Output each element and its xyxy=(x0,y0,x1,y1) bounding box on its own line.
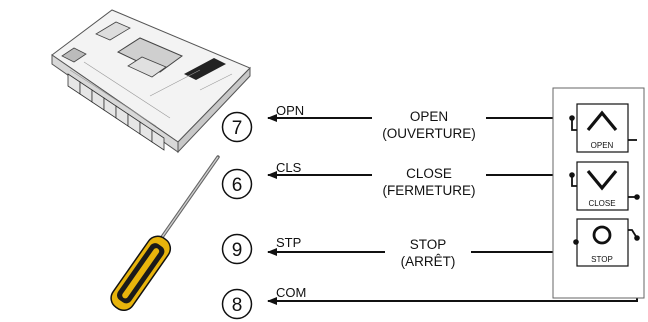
signal-label-cls: CLS xyxy=(276,160,302,175)
circuit-board-image xyxy=(51,9,251,154)
signal-label-opn: OPN xyxy=(276,103,304,118)
wire-label-close: CLOSE (FERMETURE) xyxy=(372,161,486,201)
wire-junction-dots xyxy=(569,115,640,245)
wire-label-line1: STOP xyxy=(410,237,447,252)
terminal-number: 6 xyxy=(232,175,243,196)
signal-label-com: COM xyxy=(276,285,306,300)
up-arrow-icon xyxy=(586,110,618,132)
wire-label-line2: (FERMETURE) xyxy=(383,183,476,198)
close-button[interactable]: CLOSE xyxy=(576,161,629,211)
open-button[interactable]: OPEN xyxy=(576,103,629,153)
wire-label-open: OPEN (OUVERTURE) xyxy=(372,104,486,144)
circle-icon xyxy=(592,225,612,245)
screwdriver-image xyxy=(110,155,220,311)
terminal-6: 6 xyxy=(221,168,253,200)
close-button-label: CLOSE xyxy=(588,199,615,208)
stop-button-label: STOP xyxy=(591,255,613,264)
terminal-number: 8 xyxy=(232,295,243,316)
wire-label-line2: (OUVERTURE) xyxy=(382,126,476,141)
down-arrow-icon xyxy=(586,169,618,191)
signal-label-stp: STP xyxy=(276,235,301,250)
terminal-number: 9 xyxy=(232,240,243,261)
wire-label-stop: STOP (ARRÊT) xyxy=(385,233,471,273)
stop-button[interactable]: STOP xyxy=(576,218,629,267)
open-button-label: OPEN xyxy=(591,141,614,150)
terminal-8: 8 xyxy=(221,288,253,320)
wire-label-line2: (ARRÊT) xyxy=(401,254,456,269)
terminal-9: 9 xyxy=(221,233,253,265)
wire-label-line1: CLOSE xyxy=(406,166,452,181)
terminal-number: 7 xyxy=(232,118,243,139)
terminal-7: 7 xyxy=(221,111,253,143)
wire-label-line1: OPEN xyxy=(410,109,448,124)
